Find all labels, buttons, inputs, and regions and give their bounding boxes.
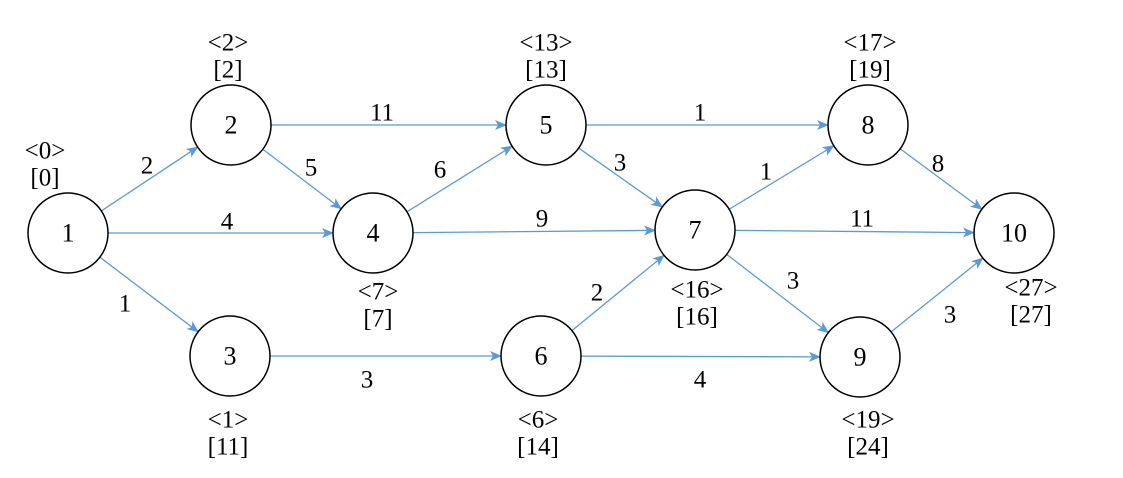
edge-arrow-6-7 [571,254,665,332]
late-time-9: [24] [847,434,889,461]
edge-weight-1-3: 1 [119,291,132,318]
node-circle-7 [654,189,736,271]
edge-weight-2-4: 5 [305,155,318,182]
edge-arrow-4-5 [406,145,513,213]
early-time-3: <1> [208,407,249,434]
early-time-9: <19> [841,407,894,434]
edge-weight-8-10: 8 [932,151,945,178]
edge-arrow-2-4 [262,148,342,210]
edge-arrow-8-10 [899,148,983,210]
node-circle-2 [190,84,272,166]
node-label-1: 1 [62,219,75,248]
late-time-3: [11] [208,434,249,461]
edge-arrow-7-9 [726,253,830,334]
node-label-7: 7 [689,216,702,245]
nodes-layer: 1 2 3 4 5 6 7 8 9 10 [27,84,1055,398]
node-label-5: 5 [540,111,553,140]
edges-layer [99,120,984,362]
node-2: 2 [190,84,272,166]
node-5: 5 [505,84,587,166]
node-circle-10 [973,192,1055,274]
edge-weight-7-9: 3 [787,268,800,295]
early-time-6: <6> [518,407,559,434]
edge-arrow-4-7 [412,225,657,236]
node-3: 3 [189,315,271,397]
late-time-2: [2] [213,57,242,84]
node-6: 6 [500,315,582,397]
early-time-7: <16> [670,277,723,304]
edge-arrow-7-8 [728,145,835,210]
late-time-7: [16] [676,304,718,331]
late-time-5: [13] [525,57,567,84]
edge-weight-2-5: 11 [370,100,394,127]
edge-arrow-6-9 [580,351,822,362]
edge-arrow-1-2 [100,146,199,212]
node-circle-6 [500,315,582,397]
node-circle-4 [332,192,414,274]
node-circle-5 [505,84,587,166]
late-time-4: [7] [363,306,392,333]
node-label-4: 4 [367,219,380,248]
node-label-10: 10 [1001,219,1027,248]
edge-weight-3-6: 3 [361,367,374,394]
node-7: 7 [654,189,736,271]
late-time-6: [14] [517,434,559,461]
edge-weight-6-9: 4 [694,367,707,394]
edge-arrow-7-10 [734,227,976,238]
node-circle-3 [189,315,271,397]
node-circle-9 [819,316,901,398]
early-time-8: <17> [843,30,896,57]
node-10: 10 [973,192,1055,274]
node-9: 9 [819,316,901,398]
edge-weight-5-7: 3 [614,150,627,177]
edge-weight-4-7: 9 [536,206,549,233]
edge-weight-7-10: 11 [850,206,874,233]
edge-weight-6-7: 2 [591,280,604,307]
edge-arrow-9-10 [890,257,984,333]
edge-arrow-1-3 [99,256,199,333]
late-time-8: [19] [849,57,891,84]
edge-weight-4-5: 6 [434,157,447,184]
node-8: 8 [827,84,909,166]
edge-weight-1-2: 2 [141,153,154,180]
edge-weight-5-8: 1 [694,100,707,127]
early-time-4: <7> [358,279,399,306]
edge-weight-7-8: 1 [760,159,773,186]
node-label-2: 2 [225,111,238,140]
edge-arrow-5-7 [578,147,664,208]
node-circle-1 [27,192,109,274]
early-time-10: <27> [1004,275,1057,302]
node-label-9: 9 [854,343,867,372]
early-time-5: <13> [519,30,572,57]
edge-weight-9-10: 3 [944,302,957,329]
early-time-1: <0> [25,138,66,165]
late-time-1: [0] [30,165,59,192]
late-time-10: [27] [1010,302,1052,329]
node-label-6: 6 [535,342,548,371]
edge-weight-1-4: 4 [221,209,234,236]
node-1: 1 [27,192,109,274]
node-label-8: 8 [862,111,875,140]
node-label-3: 3 [224,342,237,371]
early-time-2: <2> [208,30,249,57]
node-4: 4 [332,192,414,274]
node-circle-8 [827,84,909,166]
